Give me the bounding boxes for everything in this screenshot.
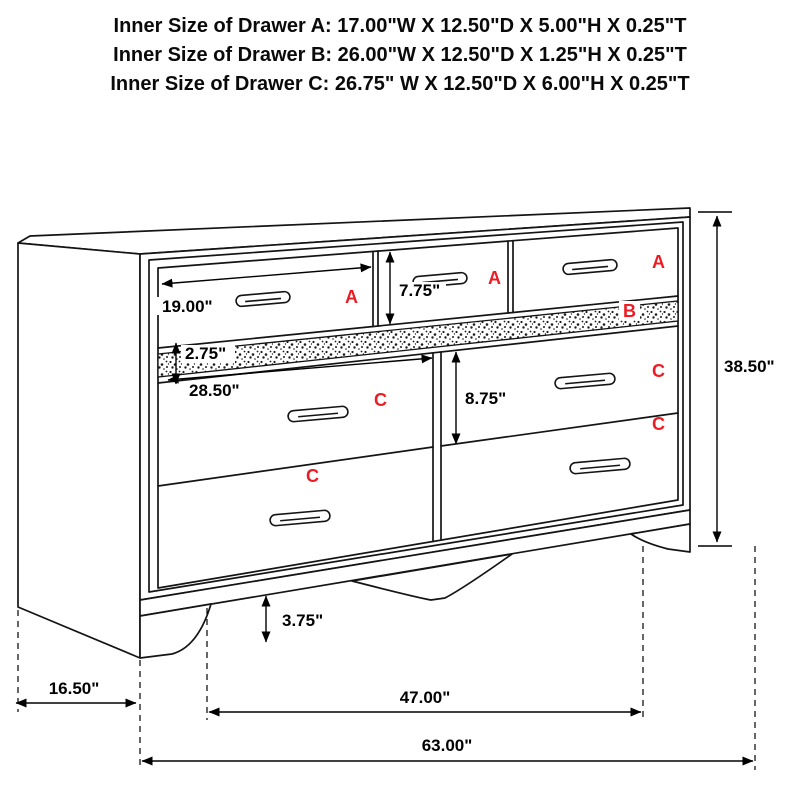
drawer-c-left1-handle (287, 405, 349, 423)
dim-drawer-b-height-text: 2.75" (185, 344, 226, 363)
dimension-annotations: 19.00" 7.75" 2.75" 28.50" 8.75" (15, 211, 775, 766)
drawer-a1-label: A (345, 287, 358, 307)
extension-lines (17, 546, 756, 770)
dim-depth-text: 16.50" (49, 679, 100, 698)
drawer-c-left2-handle (269, 509, 331, 527)
c-row-divider-left (157, 446, 434, 487)
drawer-dividers (157, 239, 679, 543)
dim-drawer-c-width: 28.50" (167, 354, 433, 400)
drawer-b-label: B (623, 301, 636, 321)
drawer-c-left2-label: C (306, 466, 319, 486)
drawer-b-size-line: Inner Size of Drawer B: 26.00"W X 12.50"… (113, 44, 687, 66)
dim-text-backdrop (157, 297, 227, 315)
drawer-a3-label: A (652, 252, 665, 272)
a-row-bottom-divider (157, 295, 679, 349)
drawer-c-right1-label: C (652, 361, 665, 381)
drawer-c-left1-label: C (374, 390, 387, 410)
dim-leg-span-text: 47.00" (400, 688, 451, 707)
drawer-c-size-line: Inner Size of Drawer C: 26.75" W X 12.50… (110, 73, 690, 95)
dim-foot-height-text: 3.75" (282, 611, 323, 630)
drawer-b-label-backdrop (619, 301, 640, 320)
dim-text-backdrop (461, 390, 513, 408)
right-bracket-foot (630, 523, 691, 553)
dim-text-backdrop (394, 282, 446, 300)
dim-foot-height: 3.75" (261, 595, 323, 643)
drawer-a2-label: A (488, 268, 501, 288)
dim-overall-width: 63.00" (141, 736, 754, 766)
dim-overall-height-text: 38.50" (724, 357, 775, 376)
dim-overall-height: 38.50" (698, 211, 775, 547)
drawer-c-right2-label: C (652, 414, 665, 434)
dim-drawer-a-height: 7.75" (385, 251, 446, 325)
dim-drawer-c-height-text: 8.75" (465, 389, 506, 408)
dim-drawer-a-width-text: 19.00" (162, 297, 213, 316)
c-row-divider-right (440, 412, 679, 447)
dresser-diagram: A A A B C C C C 19.00" (15, 207, 775, 770)
drawer-letter-labels: A A A B C C C C (306, 252, 665, 486)
dim-overall-width-text: 63.00" (422, 736, 473, 755)
middle-bracket-foot (351, 553, 513, 601)
drawer-handles (235, 258, 631, 527)
dim-leg-span: 47.00" (208, 688, 642, 717)
drawer-c-right1-handle (554, 372, 616, 390)
cabinet-left-side-panel (17, 242, 141, 659)
drawer-a1-handle (235, 290, 291, 308)
dim-depth: 16.50" (15, 679, 137, 708)
drawer-a3-handle (562, 258, 618, 276)
dim-drawer-a-height-text: 7.75" (399, 281, 440, 300)
drawer-size-note: Inner Size of Drawer A: 17.00"W X 12.50"… (0, 12, 800, 99)
left-bracket-foot (139, 603, 212, 659)
cabinet-outline (17, 207, 691, 659)
dim-text-backdrop (185, 382, 261, 400)
dim-drawer-c-height: 8.75" (451, 351, 513, 445)
drawer-c-right2-handle (569, 457, 631, 475)
dim-drawer-c-width-text: 28.50" (189, 381, 240, 400)
drawer-a-size-line: Inner Size of Drawer A: 17.00"W X 12.50"… (113, 15, 687, 37)
dim-drawer-a-width: 19.00" (157, 263, 372, 316)
